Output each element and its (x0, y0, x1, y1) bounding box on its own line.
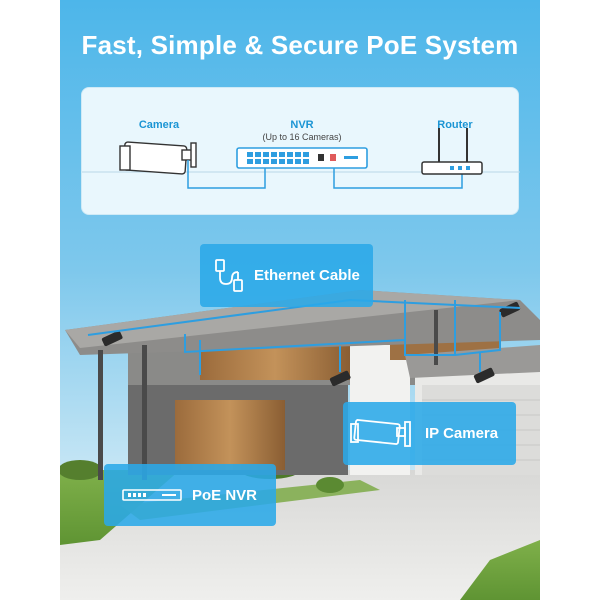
router-icon (421, 128, 483, 175)
ip-camera-text: IP Camera (425, 425, 499, 442)
house-camera-left (101, 330, 123, 347)
poe-system-banner: Fast, Simple & Secure PoE System (60, 0, 540, 600)
poe-nvr-callout: PoE NVR (104, 464, 276, 526)
nvr-label: NVR (290, 119, 314, 131)
wood-panel-lower (175, 400, 285, 470)
lawn-right (460, 540, 540, 600)
nvr-device-icon (122, 489, 182, 501)
camera-label: Camera (138, 119, 180, 131)
ethernet-plug-icon (215, 258, 243, 292)
router-label: Router (437, 119, 473, 131)
nvr-sublabel: (Up to 16 Cameras) (262, 132, 342, 142)
connection-diagram: Camera NVR (Up to 16 Cameras) Router (81, 87, 520, 215)
nvr-device-icon (236, 147, 368, 169)
house-camera-right (473, 367, 495, 384)
house-camera-right-top (499, 301, 521, 318)
ethernet-cable-text: Ethernet Cable (254, 267, 360, 284)
ip-camera-callout: IP Camera (343, 402, 516, 465)
diagram-lines (82, 128, 520, 189)
page-title: Fast, Simple & Secure PoE System (81, 30, 519, 60)
poe-nvr-text: PoE NVR (192, 486, 258, 504)
garage-roof (405, 345, 540, 378)
bullet-camera-icon (350, 418, 411, 447)
bullet-camera-icon (119, 141, 197, 175)
house-camera-mid (329, 370, 351, 387)
ethernet-cable-callout: Ethernet Cable (200, 244, 373, 307)
